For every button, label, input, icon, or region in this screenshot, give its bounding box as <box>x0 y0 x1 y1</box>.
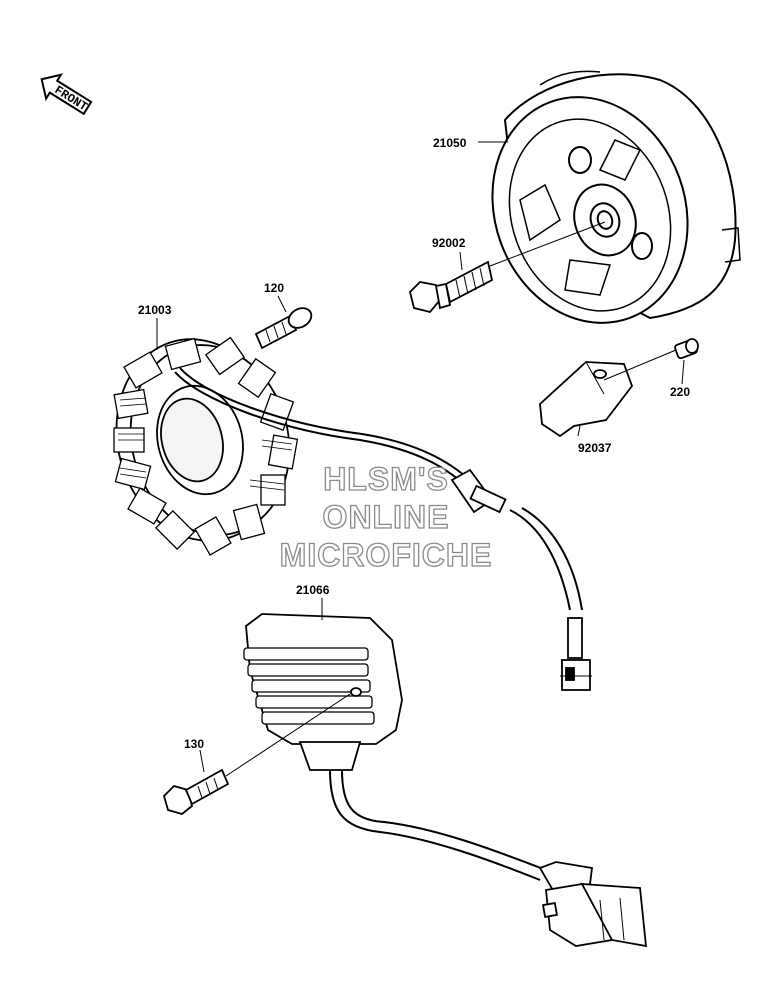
part-number-regulator: 21066 <box>296 583 330 597</box>
part-number-bracket: 92037 <box>578 441 612 455</box>
stator-connector <box>560 617 592 691</box>
front-arrow-icon: FRONT <box>40 73 93 116</box>
watermark-line-3: MICROFICHE <box>280 537 493 573</box>
leader-bracket-screw <box>681 359 685 385</box>
leader-stator-screw <box>277 295 287 313</box>
bolt-axis-line <box>489 221 606 267</box>
regulator-rectifier <box>243 613 403 771</box>
stator <box>113 336 299 556</box>
watermark-line-1: HLSM'S <box>323 461 449 497</box>
watermark-line-2: ONLINE <box>323 499 450 535</box>
wire-bracket <box>539 361 634 438</box>
leader-regulator-bolt <box>199 749 205 773</box>
regulator-connector <box>538 861 648 948</box>
part-number-stator-screw: 120 <box>264 281 284 295</box>
stator-wire-harness <box>174 367 583 611</box>
regulator-wire-harness <box>329 769 547 881</box>
front-arrow-label: FRONT <box>52 83 90 114</box>
flywheel-rotor <box>491 70 741 324</box>
watermark: HLSM'S ONLINE MICROFICHE <box>279 460 493 573</box>
bracket-screw <box>674 338 699 360</box>
part-number-bracket-screw: 220 <box>670 385 690 399</box>
regulator-bolt <box>162 768 230 815</box>
regulator-bolt-axis <box>225 693 351 777</box>
part-number-stator: 21003 <box>138 303 172 317</box>
part-number-flywheel-bolt: 92002 <box>432 236 466 250</box>
stator-screw <box>254 307 313 350</box>
leader-flywheel-bolt <box>459 251 463 271</box>
flywheel-bolt <box>409 260 494 314</box>
leader-bracket <box>577 425 581 437</box>
part-number-regulator-bolt: 130 <box>184 737 204 751</box>
bracket-screw-axis <box>603 349 677 381</box>
part-number-flywheel: 21050 <box>433 136 467 150</box>
wire-clamp <box>450 468 507 514</box>
